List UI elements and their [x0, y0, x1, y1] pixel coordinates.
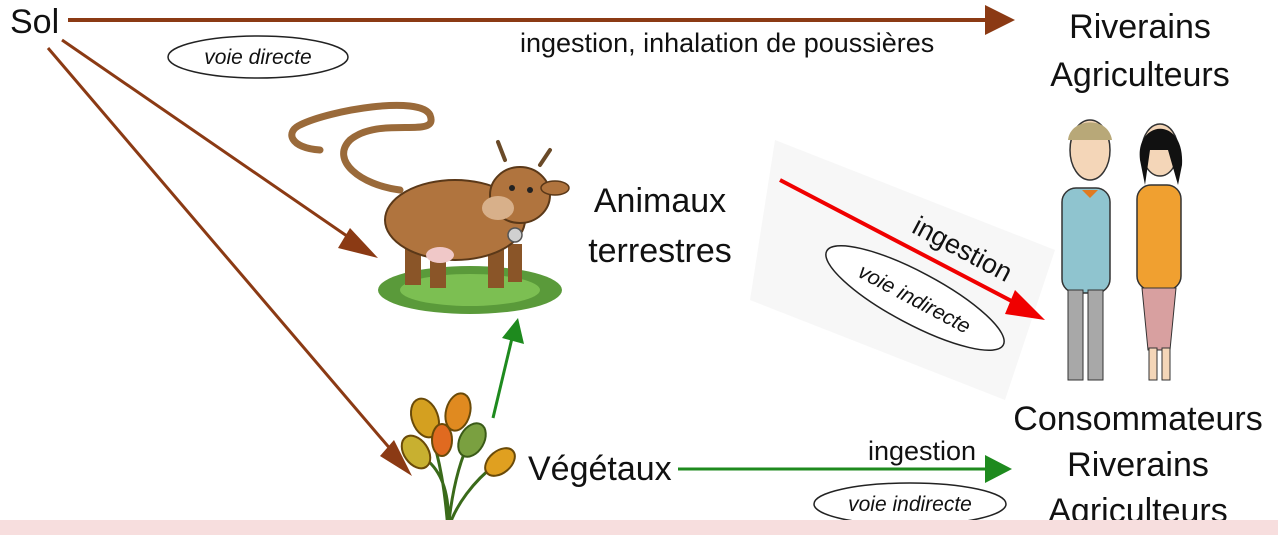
node-vegetaux: Végétaux — [528, 450, 672, 488]
edge-label-plant-ingestion: ingestion — [868, 436, 976, 466]
edge-label-direct: ingestion, inhalation de poussières — [520, 28, 934, 58]
arrowhead-vegetaux-to-consommateurs — [985, 455, 1012, 483]
arrowhead-sol-to-riverains — [985, 5, 1015, 35]
people-icon — [1062, 120, 1182, 380]
node-consommateurs: Consommateurs — [1013, 400, 1262, 438]
node-animaux-line1: Animaux — [594, 182, 726, 220]
bottom-band — [0, 520, 1278, 535]
node-sol: Sol — [10, 3, 59, 41]
node-animaux-line2: terrestres — [588, 232, 732, 270]
arrowhead-vegetaux-to-animaux — [502, 318, 524, 344]
node-riverains-top: Riverains — [1069, 8, 1211, 46]
plants-icon — [396, 391, 520, 530]
tag-voie-indirecte-plant: voie indirecte — [848, 493, 972, 516]
cow-icon — [292, 105, 569, 314]
tag-voie-directe: voie directe — [204, 46, 311, 69]
node-agriculteurs-top: Agriculteurs — [1050, 56, 1230, 94]
node-riverains-bottom: Riverains — [1067, 446, 1209, 484]
arrow-vegetaux-to-animaux — [493, 334, 513, 418]
